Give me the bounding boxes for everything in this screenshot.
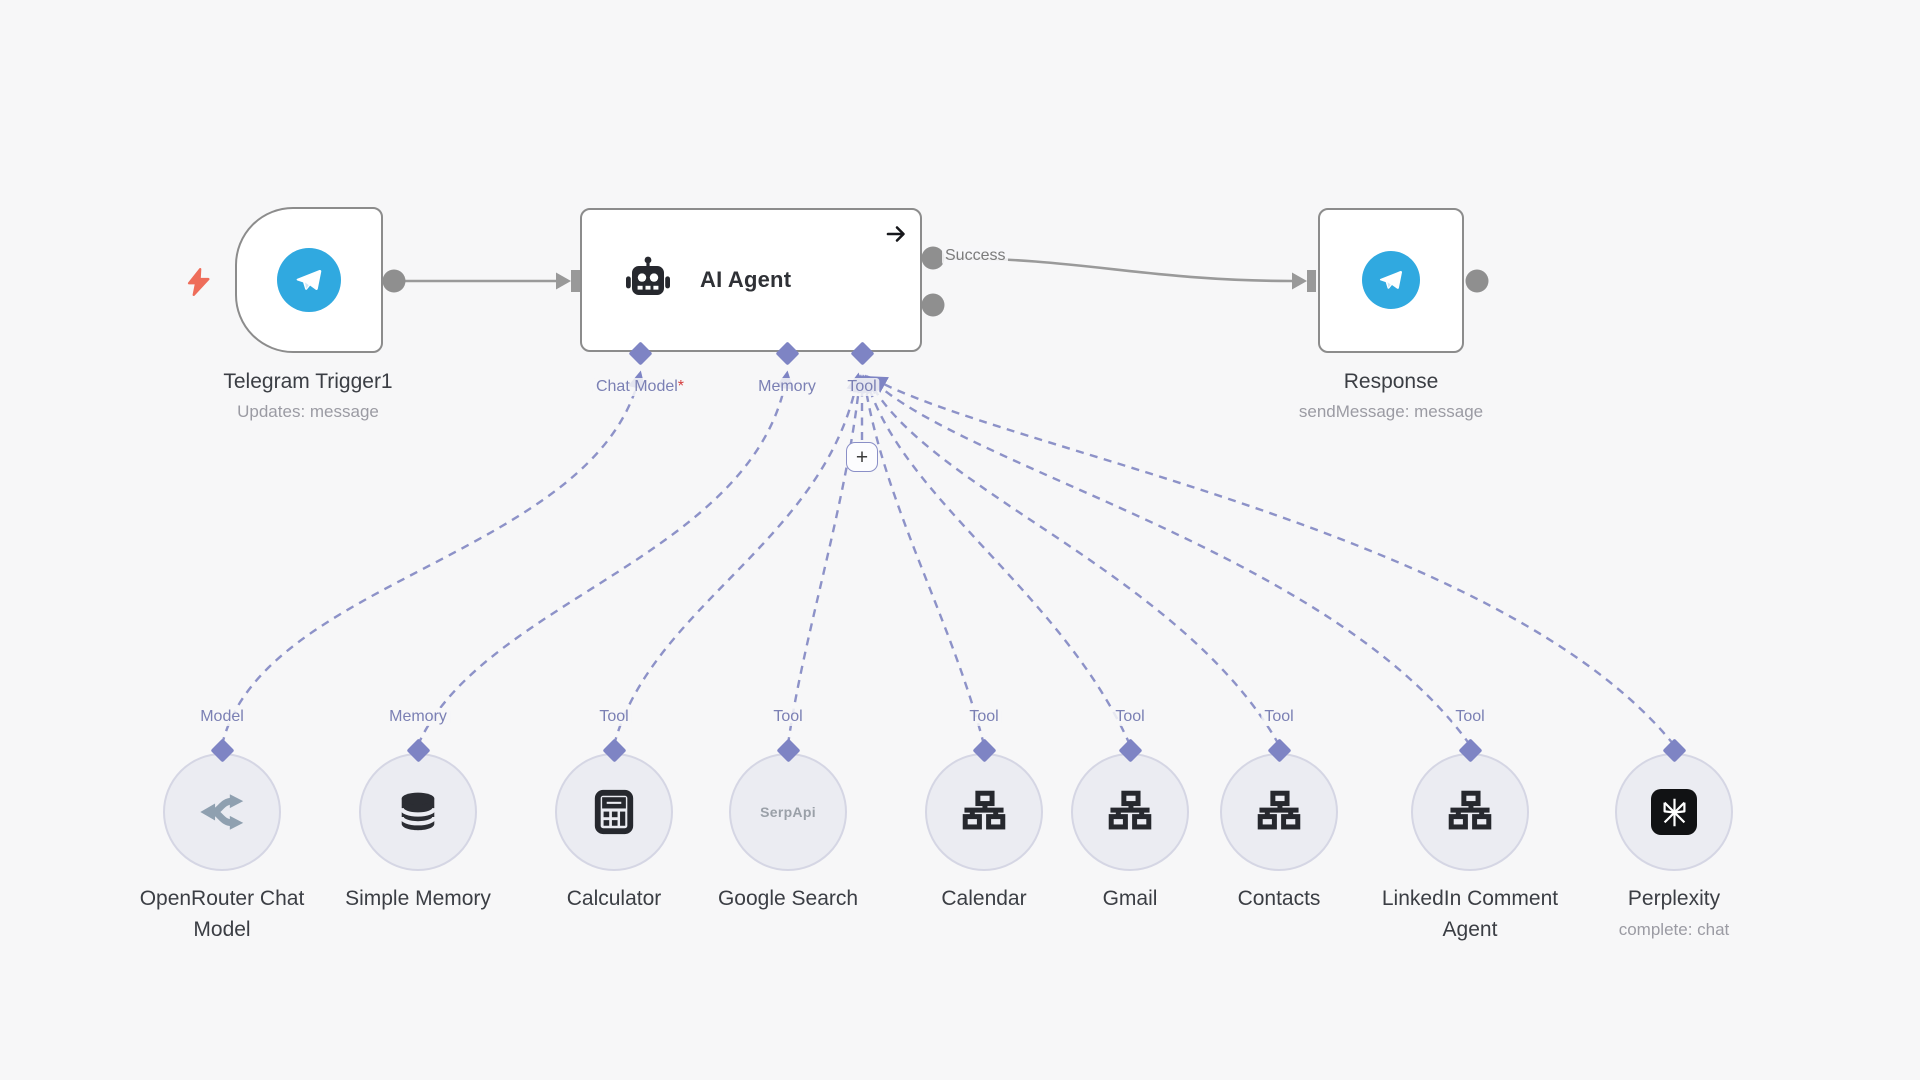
- node-label: Perplexity: [1627, 887, 1721, 910]
- agent-port-label-tool: Tool: [844, 378, 880, 396]
- sub-node-linkedin-comment-agent: Tool LinkedIn Comment Agent: [1350, 700, 1590, 980]
- open-arrow-icon[interactable]: [884, 222, 908, 251]
- node-circle[interactable]: [1220, 753, 1338, 871]
- sub-node-gmail: Tool Gmail: [1010, 700, 1250, 980]
- sub-node-openrouter-chat-model: Model OpenRouter Chat Model: [102, 700, 342, 980]
- sub-node-calculator: Tool Calculator: [494, 700, 734, 980]
- add-tool-button[interactable]: +: [846, 442, 878, 472]
- response-title: Response: [1343, 370, 1439, 393]
- node-label: OpenRouter Chat Model: [139, 887, 305, 941]
- node-label: Contacts: [1237, 887, 1321, 910]
- sitemap-icon: [1447, 789, 1493, 835]
- success-output-label: Success: [942, 247, 1009, 265]
- required-asterisk: *: [677, 378, 685, 395]
- node-telegram-trigger[interactable]: [235, 207, 383, 353]
- serpapi-logo: SerpApi: [760, 804, 816, 820]
- sub-node-contacts: Tool Contacts: [1159, 700, 1399, 980]
- port-label: Tool: [596, 708, 632, 726]
- perplexity-icon: [1651, 789, 1697, 835]
- agent-port-label-chat-model: Chat Model*: [592, 378, 688, 396]
- calculator-icon: [589, 787, 639, 837]
- node-label: Calculator: [566, 887, 662, 910]
- sub-node-calendar: Tool Calendar: [864, 700, 1104, 980]
- robot-icon: [624, 256, 672, 304]
- port-label: Tool: [1452, 708, 1488, 726]
- node-label: Gmail: [1102, 887, 1158, 910]
- trigger-subtitle: Updates: message: [237, 402, 379, 421]
- response-subtitle: sendMessage: message: [1298, 402, 1484, 421]
- node-circle[interactable]: SerpApi: [729, 753, 847, 871]
- agent-title: AI Agent: [700, 267, 792, 292]
- node-circle[interactable]: [1071, 753, 1189, 871]
- node-ai-agent[interactable]: AI Agent: [580, 208, 922, 352]
- port-label: Tool: [770, 708, 806, 726]
- node-response[interactable]: [1318, 208, 1464, 353]
- port-label: Model: [197, 708, 247, 726]
- sitemap-icon: [1256, 789, 1302, 835]
- port-label: Tool: [1261, 708, 1297, 726]
- trigger-title: Telegram Trigger1: [223, 370, 393, 393]
- node-label: Simple Memory: [345, 887, 491, 910]
- agent-port-label-memory: Memory: [755, 378, 819, 396]
- sub-node-simple-memory: Memory Simple Memory: [298, 700, 538, 980]
- node-circle[interactable]: [555, 753, 673, 871]
- node-circle[interactable]: [925, 753, 1043, 871]
- node-label: Calendar: [941, 887, 1027, 910]
- node-label: Google Search: [717, 887, 859, 910]
- trigger-bolt-icon: [185, 268, 213, 301]
- node-label: LinkedIn Comment Agent: [1381, 887, 1559, 941]
- sub-node-google-search: Tool SerpApi Google Search: [668, 700, 908, 980]
- port-label: Tool: [966, 708, 1002, 726]
- openrouter-icon: [196, 786, 248, 838]
- sitemap-icon: [961, 789, 1007, 835]
- port-label: Tool: [1112, 708, 1148, 726]
- telegram-icon: [277, 248, 341, 312]
- node-sublabel: complete: chat: [1618, 920, 1730, 939]
- sub-node-perplexity: Perplexity complete: chat: [1554, 700, 1794, 980]
- node-circle[interactable]: [1615, 753, 1733, 871]
- node-circle[interactable]: [163, 753, 281, 871]
- node-circle[interactable]: [359, 753, 477, 871]
- port-label: Memory: [386, 708, 450, 726]
- node-circle[interactable]: [1411, 753, 1529, 871]
- database-icon: [395, 789, 441, 835]
- telegram-icon: [1362, 251, 1420, 309]
- sitemap-icon: [1107, 789, 1153, 835]
